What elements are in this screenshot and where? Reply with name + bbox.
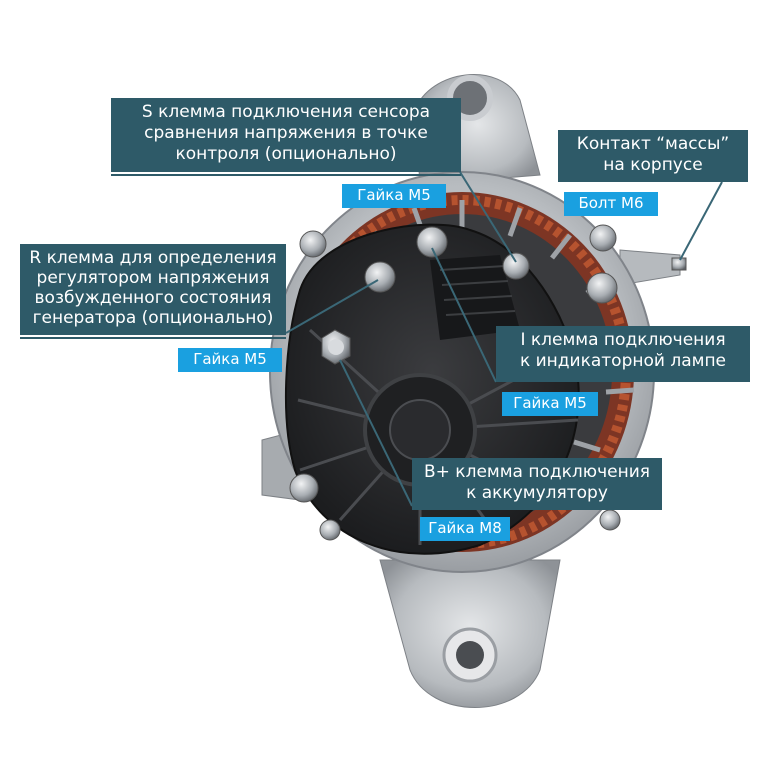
b-terminal-line-1: B+ клемма подключения [424,462,650,482]
ground-callout: Контакт “массы” на корпусе [558,130,748,182]
r-terminal-line-2: регулятором напряжения [36,268,270,288]
r-terminal-line-4: генератора (опционально) [32,308,274,328]
s-nut-tag: Гайка M5 [342,184,446,208]
s-terminal-line-1: S клемма подключения сенсора [141,102,431,122]
ground-line-1: Контакт “массы” [576,134,730,154]
ground-bolt-tag: Болт M6 [564,192,658,216]
ground-line-2: на корпусе [603,155,703,175]
r-nut-tag: Гайка M5 [178,348,282,372]
s-terminal-line-3: контроля (опционально) [175,144,397,164]
r-terminal-callout: R клемма для определения регулятором нап… [20,244,286,335]
i-nut-tag: Гайка M5 [502,392,598,416]
b-terminal-callout: B+ клемма подключения к аккумулятору [412,458,662,510]
r-terminal-line-1: R клемма для определения [29,248,277,268]
fasteners [289,224,687,541]
i-terminal-line-2: к индикаторной лампе [519,351,727,371]
i-terminal-line-1: I клемма подключения [520,330,726,350]
r-terminal-line-3: возбужденного состояния [34,288,272,308]
i-terminal-callout: I клемма подключения к индикаторной ламп… [496,326,750,382]
leader-lines [285,171,723,507]
s-terminal-callout: S клемма подключения сенсора сравнения н… [111,98,461,172]
b-nut-tag: Гайка M8 [420,517,510,541]
r-terminal-underline [20,337,286,339]
b-terminal-line-2: к аккумулятору [466,483,608,503]
s-terminal-line-2: сравнения напряжения в точке [144,123,428,143]
s-terminal-underline [111,174,461,176]
